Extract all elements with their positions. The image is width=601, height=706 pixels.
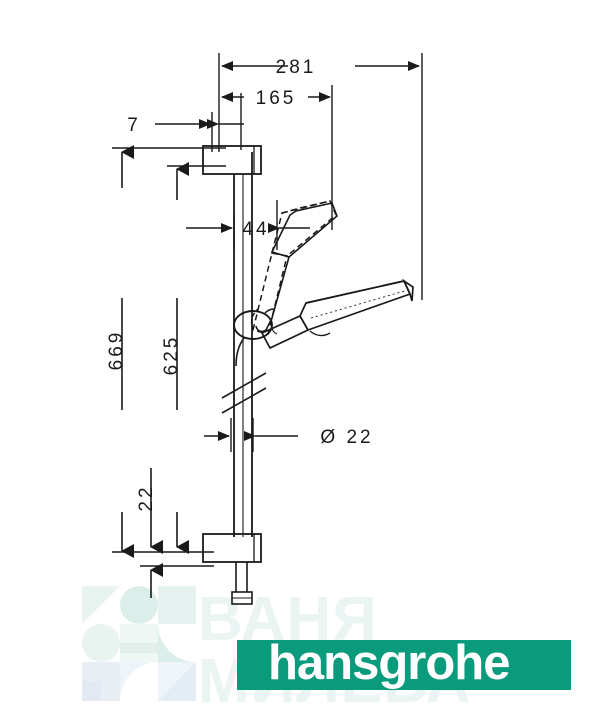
logo-wordmark: hansgrohe (268, 636, 509, 690)
shower-holder-slider (233, 308, 275, 367)
lower-wall-bracket (202, 533, 262, 563)
dimension-label-7: 7 (127, 115, 141, 136)
dimension-label-165: 165 (256, 88, 297, 109)
slide-bar (233, 152, 253, 537)
dimension-label-625: 625 (161, 335, 182, 376)
dimension-label-44: 44 (242, 219, 269, 240)
dimension-label-diameter-22: Ø 22 (320, 427, 373, 448)
dimension-label-669: 669 (106, 330, 127, 371)
dimension-label-22: 22 (136, 484, 157, 511)
handset-raised-outline-solid (255, 202, 338, 335)
bar-break-symbol (221, 372, 267, 414)
dimension-label-281: 281 (276, 57, 317, 78)
handset-solid-position (260, 278, 414, 350)
hose-outlet-nozzle (231, 562, 253, 605)
logo-background-bar (237, 640, 571, 690)
geometric-tile-logo (82, 586, 196, 701)
upper-wall-bracket (202, 145, 262, 175)
